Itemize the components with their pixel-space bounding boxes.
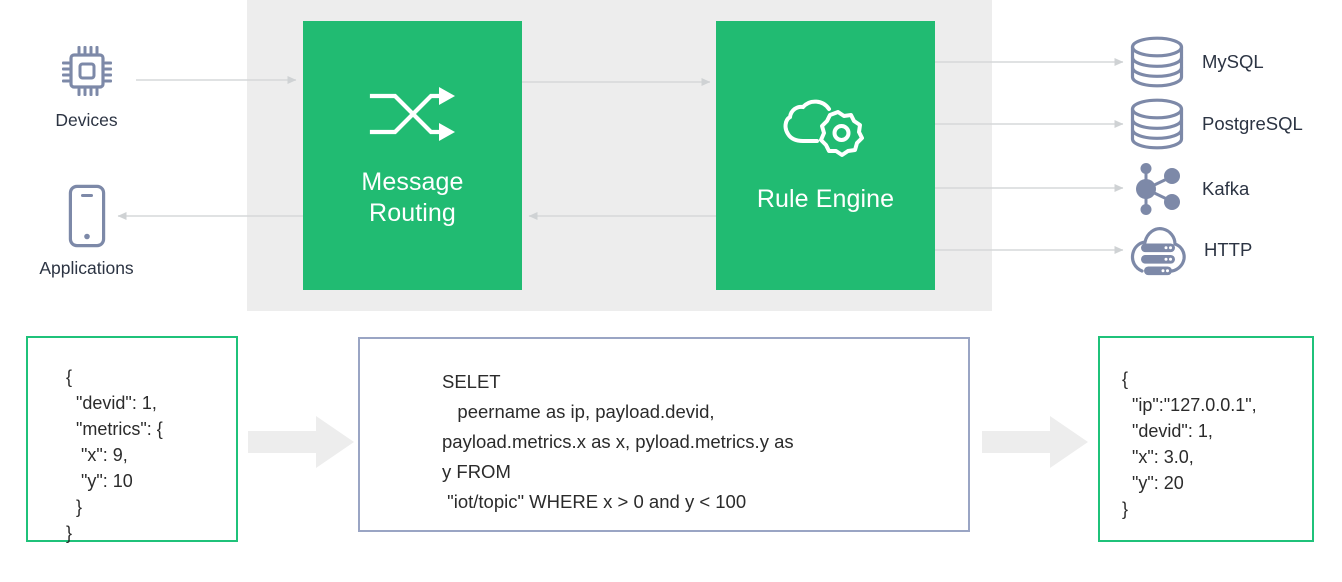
input-payload-text: { "devid": 1, "metrics": { "x": 9, "y": … [66,367,163,543]
sink-label-http: HTTP [1204,239,1253,260]
chip-icon [61,46,112,96]
cloud-server-icon [1130,227,1186,276]
block-arrow-input-to-sql [248,414,354,470]
source-node-devices: Devices [24,42,149,131]
cloud-gear-icon [783,99,864,157]
smartphone-icon [68,184,105,248]
sink-node-kafka[interactable]: Kafka [1129,162,1249,216]
process-label-message-routing: Message Routing [361,167,464,227]
sink-node-postgresql[interactable]: PostgreSQL [1129,98,1303,150]
shuffle-icon [369,86,455,141]
source-label-applications: Applications [39,258,134,278]
code-box-output-payload[interactable]: { "ip":"127.0.0.1", "devid": 1, "x": 3.0… [1098,336,1314,542]
database-icon [1130,98,1184,150]
process-label-rule-engine: Rule Engine [756,185,895,213]
sink-node-mysql[interactable]: MySQL [1129,36,1264,88]
process-box-rule-engine[interactable]: Rule Engine [716,21,935,290]
rule-sql-text: SELET peername as ip, payload.devid, pay… [442,371,794,512]
database-icon [1130,36,1184,88]
sink-label-mysql: MySQL [1202,51,1264,72]
code-box-input-payload[interactable]: { "devid": 1, "metrics": { "x": 9, "y": … [26,336,238,543]
sink-label-postgresql: PostgreSQL [1202,113,1303,134]
process-box-message-routing[interactable]: Message Routing [303,21,522,290]
source-node-applications: Applications [24,184,149,279]
kafka-nodes-icon [1136,163,1180,215]
block-arrow-sql-to-output [982,414,1088,470]
sink-node-http[interactable]: HTTP [1129,224,1252,276]
code-box-rule-sql[interactable]: SELET peername as ip, payload.devid, pay… [358,337,970,532]
output-payload-text: { "ip":"127.0.0.1", "devid": 1, "x": 3.0… [1122,369,1257,519]
source-label-devices: Devices [55,110,118,130]
sink-label-kafka: Kafka [1202,178,1250,199]
